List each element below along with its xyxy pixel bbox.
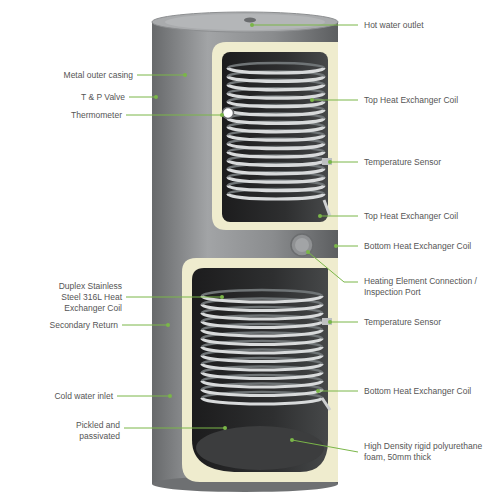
coil-turn <box>228 76 324 81</box>
part-label: Duplex Stainless Steel 316L Heat Exchang… <box>50 281 122 314</box>
leader-line <box>124 428 225 429</box>
leader-line <box>126 115 222 116</box>
coil-turn-back <box>202 290 322 296</box>
leader-dot <box>183 73 187 77</box>
leader-line <box>126 297 222 298</box>
part-label: Temperature Sensor <box>364 317 441 328</box>
part-label: Thermometer <box>71 110 122 121</box>
coil-turn <box>228 177 324 182</box>
part-label: Secondary Return <box>49 320 118 331</box>
casing-top <box>152 12 338 32</box>
coil-turn <box>202 313 322 319</box>
leader-line <box>292 440 358 452</box>
leader-dot <box>250 23 254 27</box>
coil-turn <box>202 347 322 353</box>
coil-group <box>202 63 324 404</box>
coil-turn <box>202 322 322 328</box>
part-label: Bottom Heat Exchanger Coil <box>364 386 471 397</box>
part-label: Temperature Sensor <box>364 157 441 168</box>
leader-line <box>318 391 358 392</box>
coil-turn <box>228 194 324 199</box>
leader-dot <box>334 244 338 248</box>
coil-turn <box>228 186 324 191</box>
leader-dot <box>328 160 332 164</box>
leader-line <box>252 25 358 26</box>
part-label: Top Heat Exchanger Coil <box>364 211 458 222</box>
coil-turn <box>202 339 322 345</box>
coil-turn <box>202 381 322 387</box>
leader-dot <box>310 98 314 102</box>
tank-bottom <box>196 426 324 470</box>
coil-turn <box>202 364 322 370</box>
tank-interior <box>222 52 328 222</box>
part-label: Heating Element Connection / Inspection … <box>364 276 492 298</box>
leader-line <box>308 252 358 282</box>
coil-turn <box>202 390 322 396</box>
coil-turn <box>228 110 324 115</box>
coil-turn <box>228 68 324 73</box>
leader-dot <box>318 214 322 218</box>
leader-dot <box>316 389 320 393</box>
coil-turn <box>202 356 322 362</box>
part-label: Bottom Heat Exchanger Coil <box>364 241 471 252</box>
leader-line <box>137 75 185 76</box>
part-label: Hot water outlet <box>364 20 424 31</box>
leader-dot <box>154 95 158 99</box>
leader-line <box>312 100 358 101</box>
thermometer-dial <box>223 108 234 119</box>
coil-turn <box>202 330 322 336</box>
leader-line <box>122 325 168 326</box>
leader-line <box>129 97 156 98</box>
sensor-pocket <box>322 158 332 165</box>
coil-turn <box>202 305 322 311</box>
coil-turn <box>228 152 324 157</box>
top-cap <box>165 14 325 30</box>
coil-turn <box>228 135 324 140</box>
part-label: Top Heat Exchanger Coil <box>364 95 458 106</box>
coil-turn <box>228 169 324 174</box>
sensor-pocket <box>322 318 332 325</box>
inspection-port <box>291 234 313 256</box>
foam-insulation <box>182 258 338 482</box>
metal-casing <box>152 22 338 484</box>
coil-pipe <box>324 200 330 216</box>
part-label: T & P Valve <box>81 92 125 103</box>
leader-lines <box>117 25 358 452</box>
leader-dot <box>306 250 310 254</box>
coil-turn <box>228 93 324 98</box>
coil-turn <box>228 85 324 90</box>
coil-turn <box>228 102 324 107</box>
coil-turn <box>228 144 324 149</box>
part-label: Pickled and passivated <box>58 420 120 442</box>
foam-insulation <box>212 42 338 230</box>
coil-turn <box>228 118 324 123</box>
tank-interior <box>192 268 328 472</box>
part-label: Metal outer casing <box>64 70 133 81</box>
leader-dot <box>168 394 172 398</box>
leader-line <box>330 322 358 323</box>
leader-line <box>336 246 358 247</box>
leader-dot <box>220 295 224 299</box>
leader-dot <box>220 113 224 117</box>
part-label: High Density rigid polyurethane foam, 50… <box>364 441 492 463</box>
leader-line <box>320 216 358 217</box>
part-label: Cold water inlet <box>54 391 113 402</box>
leader-dot <box>166 323 170 327</box>
coil-pipe <box>322 398 330 410</box>
inspection-port-cap <box>295 238 309 252</box>
outlet-fitting <box>244 18 256 23</box>
leader-dot <box>290 438 294 442</box>
leader-line <box>117 396 170 397</box>
coil-turn-back <box>228 63 324 68</box>
leader-dot <box>223 426 227 430</box>
coil-turn <box>228 160 324 165</box>
coil-turn <box>228 127 324 132</box>
leader-line <box>330 162 358 163</box>
coil-turn <box>202 398 322 404</box>
coil-turn <box>202 373 322 379</box>
leader-dots <box>154 23 338 442</box>
leader-dot <box>328 320 332 324</box>
